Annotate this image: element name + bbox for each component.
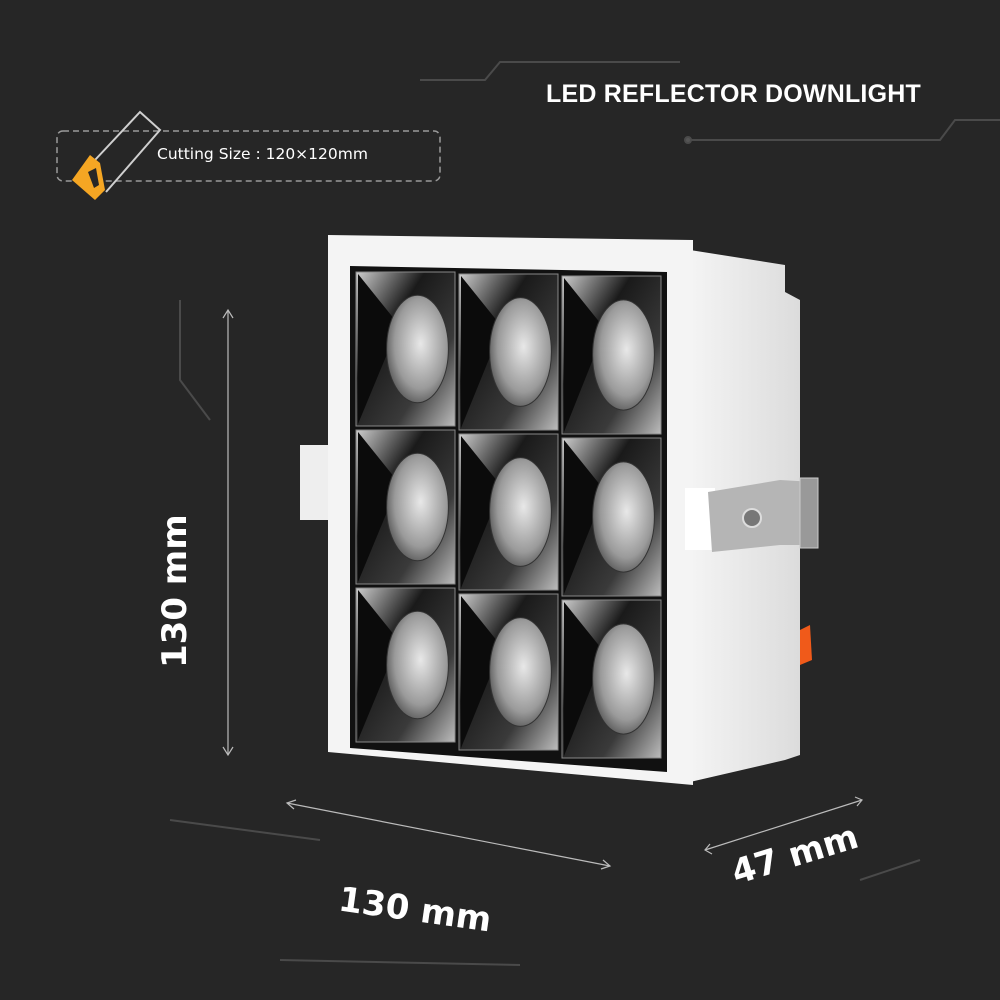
reflector-cell	[561, 275, 662, 435]
downlight	[300, 235, 819, 785]
reflector-cell	[355, 429, 456, 585]
led-lens	[489, 297, 552, 407]
cutting-size-label: Cutting Size : 120×120mm	[157, 145, 368, 163]
led-lens	[592, 299, 655, 411]
reflector-cell	[561, 437, 662, 597]
decor-lines	[169, 61, 1000, 966]
cutting-size-box	[56, 130, 441, 182]
saw-icon	[72, 110, 162, 200]
orange-terminal	[800, 625, 812, 665]
led-lens	[386, 294, 449, 404]
reflector-cell	[355, 271, 456, 427]
reflector-cell	[458, 593, 559, 751]
led-lens	[592, 623, 655, 735]
reflector-cell	[458, 273, 559, 431]
led-lens	[386, 452, 449, 562]
reflector-cell	[355, 587, 456, 743]
led-lens	[489, 457, 552, 567]
reflector-cell	[458, 433, 559, 591]
led-lens	[386, 610, 449, 720]
led-lens	[592, 461, 655, 573]
width-dimension-arrow	[285, 799, 612, 870]
height-dimension-arrow	[222, 308, 234, 757]
reflector-cell	[561, 599, 662, 759]
spring-clip	[685, 477, 819, 552]
led-lens	[489, 617, 552, 727]
page-title: LED REFLECTOR DOWNLIGHT	[546, 80, 921, 108]
height-dimension-label: 130 mm	[155, 514, 195, 668]
depth-dimension-arrow	[704, 796, 863, 855]
